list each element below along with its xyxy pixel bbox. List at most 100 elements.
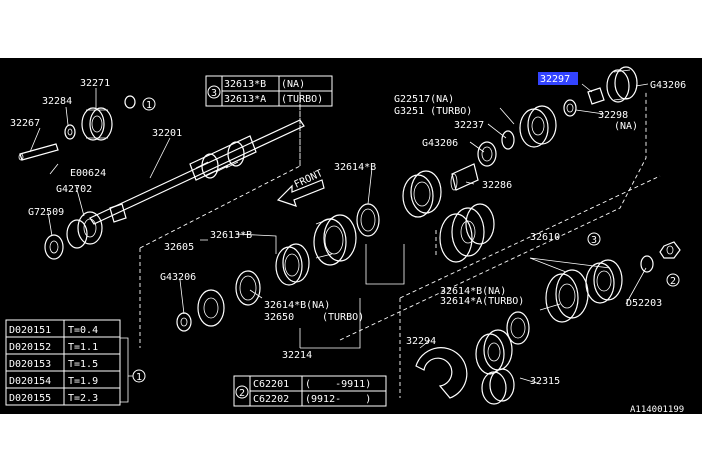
label-G43206-low[interactable]: G43206	[160, 272, 196, 283]
part-32315-bearing[interactable]	[475, 329, 515, 405]
callout-1-top: 1	[142, 97, 156, 111]
highlight-32297	[538, 72, 578, 85]
part-double-gear[interactable]	[439, 203, 495, 263]
part-G43206-bearing-mid[interactable]	[477, 141, 497, 167]
label-32297[interactable]: 32297	[540, 74, 570, 85]
part-32614B-ring[interactable]	[356, 203, 380, 237]
part-32237-ring[interactable]	[501, 130, 515, 150]
part-32201-mainshaft[interactable]	[89, 119, 305, 225]
part-G43206-bearing-top[interactable]	[606, 66, 638, 103]
dashed-outline-lower	[399, 175, 661, 398]
part-32297-spacer[interactable]	[587, 87, 605, 105]
part-gear-cluster-center[interactable]	[402, 170, 442, 218]
label-32614B-na2[interactable]: 32614*B(NA)	[440, 286, 506, 297]
svg-text:1: 1	[136, 372, 142, 383]
part-32298-washer[interactable]	[563, 99, 577, 117]
svg-text:2: 2	[239, 388, 245, 399]
label-G3251[interactable]: G3251 (TURBO)	[394, 106, 472, 117]
part-32610-synchro[interactable]	[545, 259, 623, 323]
diagram-canvas: 1 3 3 2 1 2 32271 32284 32267 32201 E006…	[0, 58, 702, 414]
callout-2-table: 2	[235, 385, 249, 399]
callout-3-header: 3	[207, 85, 221, 99]
label-32286[interactable]: 32286	[482, 180, 512, 191]
part-G42702-bearing[interactable]	[66, 211, 103, 249]
label-32614B[interactable]: 32614*B	[334, 162, 376, 173]
svg-text:3: 3	[591, 235, 597, 246]
label-32650[interactable]: 32650	[264, 312, 294, 323]
part-32650-ring[interactable]	[235, 270, 261, 306]
shim-row-1-t: T=0.4	[68, 325, 98, 336]
part-32614-ring-lower[interactable]	[506, 311, 530, 345]
label-32201[interactable]: 32201	[152, 128, 182, 139]
label-32614A-turbo[interactable]: 32614*A(TURBO)	[440, 296, 524, 307]
table-32613-row1-part: 32613*B	[224, 79, 266, 90]
c622-row-1-range: ( -9911)	[305, 379, 371, 390]
label-32315[interactable]: 32315	[530, 376, 560, 387]
label-32650-turbo: (TURBO)	[322, 312, 364, 323]
part-G43206-bearing-low[interactable]	[176, 312, 192, 332]
label-32614B-na[interactable]: 32614*B(NA)	[264, 300, 330, 311]
label-G72509[interactable]: G72509	[28, 207, 64, 218]
callout-3-right: 3	[587, 232, 601, 246]
table-c622: C62201 ( -9911) C62202 (9912- )	[233, 375, 387, 407]
label-G22517[interactable]: G22517(NA)	[394, 94, 454, 105]
label-front: FRONT	[293, 168, 325, 191]
exploded-view: 1 3 3 2 1 2 32271 32284 32267 32201 E006…	[5, 66, 686, 414]
dashed-outline-left	[139, 92, 301, 348]
label-32294[interactable]: 32294	[406, 336, 436, 347]
shim-row-4-part: D020154	[9, 376, 51, 387]
shim-row-5-t: T=2.3	[68, 393, 98, 404]
label-32610[interactable]: 32610	[530, 232, 560, 243]
c622-row-2-part: C62202	[253, 394, 289, 405]
table-shims: D020151 T=0.4 D020152 T=1.1 D020153 T=1.…	[5, 319, 121, 406]
label-32271[interactable]: 32271	[80, 78, 110, 89]
shim-row-3-part: D020153	[9, 359, 51, 370]
label-32284[interactable]: 32284	[42, 96, 72, 107]
table-32613-row2-part: 32613*A	[224, 94, 266, 105]
shim-row-2-part: D020152	[9, 342, 51, 353]
shim-row-4-t: T=1.9	[68, 376, 98, 387]
part-32267-pin[interactable]	[18, 143, 59, 161]
front-arrow-icon	[276, 179, 325, 207]
part-ring-right-1[interactable]	[640, 255, 654, 273]
dashed-outline-right	[339, 92, 647, 341]
callout-1-table: 1	[120, 337, 146, 403]
label-32605[interactable]: 32605	[164, 242, 194, 253]
label-32267[interactable]: 32267	[10, 118, 40, 129]
part-32286-collar[interactable]	[450, 163, 479, 191]
part-gear-lower-left[interactable]	[197, 289, 225, 327]
table-32613-row1-note: (NA)	[281, 79, 305, 90]
part-oring-1[interactable]	[124, 95, 136, 109]
part-32284-washer[interactable]	[64, 124, 76, 140]
callout-2-right: 2	[666, 273, 680, 287]
label-D52203[interactable]: D52203	[626, 298, 662, 309]
svg-text:1: 1	[146, 100, 152, 111]
shim-row-1-part: D020151	[9, 325, 51, 336]
part-nut-right[interactable]	[659, 241, 681, 259]
svg-text:3: 3	[211, 88, 217, 99]
part-32605-sleeve[interactable]	[275, 243, 310, 286]
part-G72509-seal[interactable]	[44, 234, 64, 260]
c622-row-1-part: C62201	[253, 379, 289, 390]
label-G42702[interactable]: G42702	[56, 184, 92, 195]
label-E00624[interactable]: E00624	[70, 168, 106, 179]
label-32237[interactable]: 32237	[454, 120, 484, 131]
part-G22517-bearing[interactable]	[519, 105, 557, 148]
table-32613: 32613*B (NA) 32613*A (TURBO)	[205, 75, 333, 107]
part-32294-cover[interactable]	[415, 347, 468, 399]
shim-row-5-part: D020155	[9, 393, 51, 404]
label-32613B[interactable]: 32613*B	[210, 230, 252, 241]
svg-text:2: 2	[670, 276, 676, 287]
label-G43206-top[interactable]: G43206	[650, 80, 686, 91]
label-32214[interactable]: 32214	[282, 350, 312, 361]
table-32613-row2-note: (TURBO)	[281, 94, 323, 105]
part-32271-gear[interactable]	[81, 107, 113, 141]
label-G43206-mid[interactable]: G43206	[422, 138, 458, 149]
shim-row-3-t: T=1.5	[68, 359, 98, 370]
label-reference: A114001199	[630, 405, 684, 414]
label-32298-na: (NA)	[614, 121, 638, 132]
label-32298[interactable]: 32298	[598, 110, 628, 121]
c622-row-2-range: (9912- )	[305, 394, 371, 405]
part-32613-hub[interactable]	[313, 214, 357, 266]
